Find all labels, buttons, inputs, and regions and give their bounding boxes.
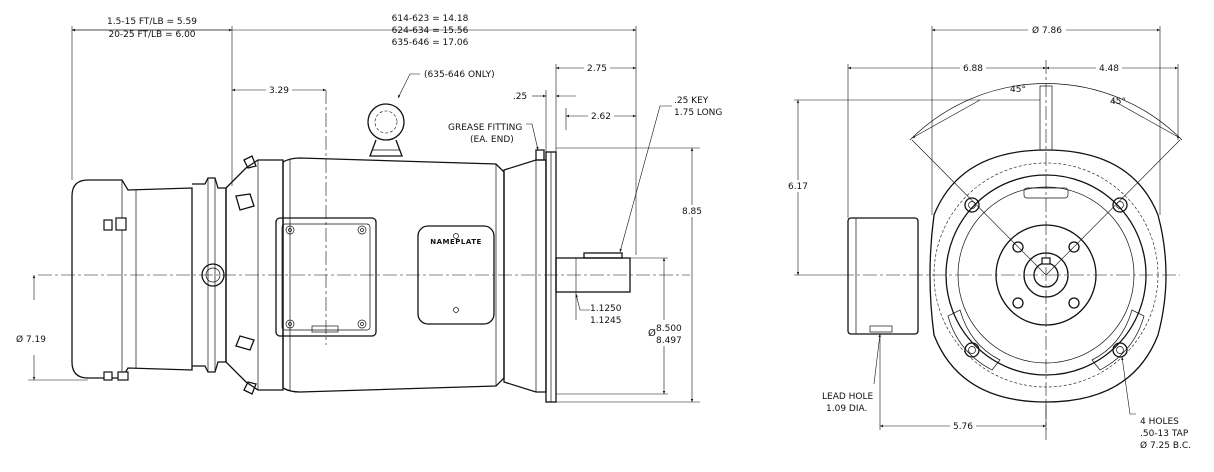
rear-conduit-opening	[201, 263, 225, 287]
bearing-boss	[1023, 252, 1069, 298]
dim-3-29: 3.29	[269, 86, 289, 96]
grease-note-line1: GREASE FITTING	[448, 123, 522, 133]
eyebolt-note: (635-646 ONLY)	[424, 70, 495, 80]
rear-end-bell	[225, 159, 284, 391]
fan-cover	[71, 179, 193, 379]
holes-note-line3: Ø 7.25 B.C.	[1140, 440, 1191, 451]
flange-face	[945, 174, 1147, 376]
dim-6-88: 6.88	[963, 64, 983, 74]
end-view: Ø 7.86 6.88 4.48 45° 45° 6.17 LEAD HOLE …	[786, 24, 1191, 451]
pilot-dia-symbol: Ø	[648, 327, 656, 339]
front-end-bell	[503, 159, 547, 393]
dim-overall-line1: 614-623 = 14.18	[392, 14, 469, 24]
dim-25: .25	[513, 92, 527, 102]
tapped-hole-top-right	[1112, 197, 1128, 213]
eyebolt	[367, 103, 405, 157]
key-note-line2: 1.75 LONG	[674, 108, 722, 118]
dim-5-76: 5.76	[953, 422, 973, 432]
key-note-line1: .25 KEY	[674, 96, 709, 106]
pilot-ring	[995, 224, 1097, 326]
lead-hole-line1: LEAD HOLE	[822, 392, 874, 402]
grease-note-line2: (EA. END)	[470, 135, 514, 145]
dim-6-17: 6.17	[788, 182, 808, 192]
tapped-hole-top-left	[964, 197, 980, 213]
fan-screw-bottom	[103, 371, 113, 381]
grease-fitting	[535, 149, 545, 161]
shaft-key	[583, 252, 623, 259]
dim-overall-line3: 635-646 = 17.06	[392, 38, 469, 48]
tapped-hole-bottom-right	[1112, 342, 1128, 358]
side-view: NAMEPLATE 1.5-15 FT/LB = 5.59 20-25 FT/L…	[16, 14, 722, 403]
dim-2-62: 2.62	[591, 112, 611, 122]
fan-screw-top	[103, 219, 113, 231]
holes-note-line2: .50-13 TAP	[1140, 429, 1189, 439]
angle-right: 45°	[1110, 97, 1126, 107]
pilot-dia-line2: 8.497	[656, 336, 682, 346]
holes-note-line1: 4 HOLES	[1140, 417, 1179, 427]
dim-frame-dia: Ø 7.19	[16, 334, 46, 345]
dim-4-48: 4.48	[1099, 64, 1119, 74]
dim-length-ftlb-line2: 20-25 FT/LB = 6.00	[108, 30, 195, 40]
angle-left: 45°	[1010, 85, 1026, 95]
pilot-dia-line1: 8.500	[656, 324, 682, 334]
nameplate	[417, 225, 495, 325]
dim-7-86: Ø 7.86	[1032, 25, 1062, 36]
shaft-dia-line2: 1.1245	[590, 316, 622, 326]
tapped-hole-bottom-left	[964, 342, 980, 358]
lead-hole-line2: 1.09 DIA.	[826, 404, 867, 414]
dim-overall-line2: 624-634 = 15.56	[392, 26, 469, 36]
dim-length-ftlb-line1: 1.5-15 FT/LB = 5.59	[107, 17, 197, 27]
dim-8-85: 8.85	[682, 207, 702, 217]
end-conduit-box	[847, 217, 919, 335]
shaft-dia-line1: 1.1250	[590, 304, 622, 314]
bolt-circle	[933, 162, 1159, 388]
nameplate-label: NAMEPLATE	[430, 238, 482, 246]
dim-2-75: 2.75	[587, 64, 607, 74]
